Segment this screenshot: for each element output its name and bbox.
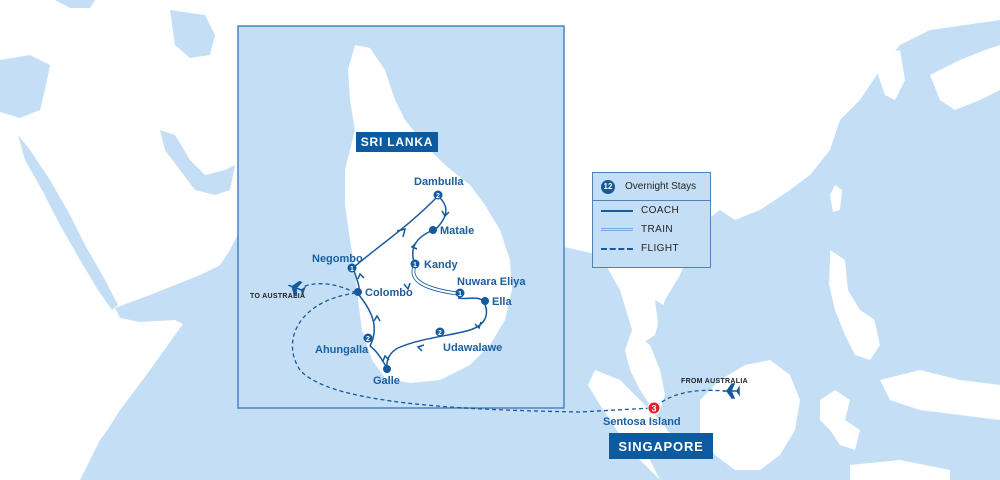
plane-icon xyxy=(288,280,740,399)
legend-item-train: TRAIN xyxy=(593,220,710,239)
label-nuwara-eliya: Nuwara Eliya xyxy=(457,276,526,288)
stop-matale-marker xyxy=(429,226,437,234)
label-ahungalla: Ahungalla xyxy=(315,344,369,356)
stop-dambulla-marker: 2 xyxy=(433,190,443,200)
legend-header: 12 Overnight Stays xyxy=(593,173,710,201)
flight-line-icon xyxy=(601,247,633,250)
svg-text:2: 2 xyxy=(366,336,370,343)
stop-ahungalla-marker: 2 xyxy=(363,333,373,343)
stop-labels: Dambulla Matale Kandy Nuwara Eliya Ella … xyxy=(250,176,748,428)
flight-route xyxy=(291,283,726,413)
stop-ella-marker xyxy=(481,297,489,305)
legend-item-coach: COACH xyxy=(593,201,710,220)
stop-negombo-marker: 1 xyxy=(347,263,357,273)
coach-line-icon xyxy=(601,209,633,212)
label-colombo: Colombo xyxy=(365,287,413,299)
overnight-count-badge: 12 xyxy=(601,179,615,194)
legend: 12 Overnight Stays COACH TRAIN FLIGHT xyxy=(592,172,711,268)
stop-colombo-marker xyxy=(354,288,362,296)
legend-item-flight: FLIGHT xyxy=(593,239,710,258)
stop-kandy-marker: 1 xyxy=(410,259,420,269)
region-tag-singapore: SINGAPORE xyxy=(609,433,713,459)
legend-title: Overnight Stays xyxy=(625,181,697,192)
region-tag-sri-lanka: SRI LANKA xyxy=(356,132,438,152)
stop-markers: 2 1 1 2 2 1 3 xyxy=(347,190,661,415)
label-ella: Ella xyxy=(492,296,512,308)
svg-text:2: 2 xyxy=(436,193,440,200)
svg-text:1: 1 xyxy=(458,291,462,298)
svg-text:1: 1 xyxy=(350,266,354,273)
svg-text:2: 2 xyxy=(438,330,442,337)
label-kandy: Kandy xyxy=(424,259,459,271)
coach-route xyxy=(353,195,488,369)
direction-arrow xyxy=(357,210,482,362)
label-from-australia: FROM AUSTRALIA xyxy=(681,378,748,385)
stop-galle-marker xyxy=(383,365,391,373)
stop-udawalawe-marker: 2 xyxy=(435,327,445,337)
label-sentosa: Sentosa Island xyxy=(603,416,681,428)
label-matale: Matale xyxy=(440,225,474,237)
train-line-icon xyxy=(601,228,633,231)
label-negombo: Negombo xyxy=(312,253,363,265)
stop-sentosa-marker: 3 xyxy=(647,401,661,415)
label-galle: Galle xyxy=(373,375,400,387)
stop-nuwara-eliya-marker: 1 xyxy=(455,288,465,298)
label-udawalawe: Udawalawe xyxy=(443,342,502,354)
svg-text:1: 1 xyxy=(413,262,417,269)
train-route xyxy=(411,265,458,296)
svg-text:3: 3 xyxy=(651,404,656,414)
label-dambulla: Dambulla xyxy=(414,176,464,188)
label-to-australia: TO AUSTRALIA xyxy=(250,293,305,300)
